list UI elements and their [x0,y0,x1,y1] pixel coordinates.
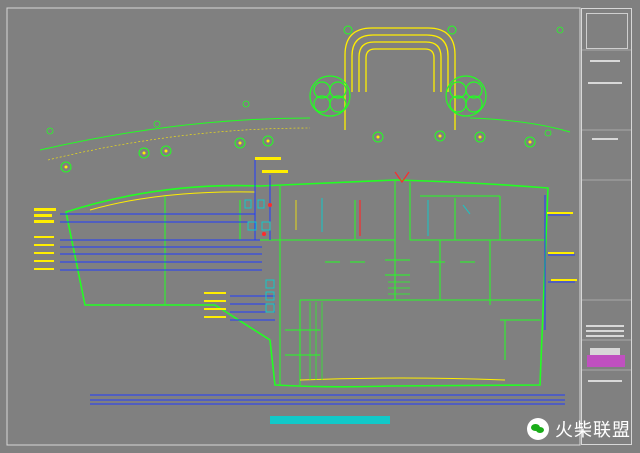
interior-walls [164,180,545,385]
terrace-columns [60,130,536,173]
entrance-door [394,171,410,184]
leader-lines [60,160,575,405]
tree-left [309,75,351,117]
stair-hatching [309,281,410,380]
revision-mark [587,355,625,367]
grid-marker [343,25,353,35]
sheet-border [6,7,581,446]
terrace-edge [39,117,311,151]
fixtures [244,199,275,313]
watermark: 火柴联盟 [527,414,635,444]
tree-right [445,75,487,117]
terrace-edge [469,117,571,133]
wechat-icon [527,418,549,440]
entrance-arch [344,27,456,130]
building-outline [65,179,549,388]
watermark-text: 火柴联盟 [555,420,631,441]
annotation-tags [34,157,577,318]
company-logo [586,13,628,49]
plan-title [270,416,390,424]
grid-marker [447,25,457,35]
title-block [581,8,632,445]
